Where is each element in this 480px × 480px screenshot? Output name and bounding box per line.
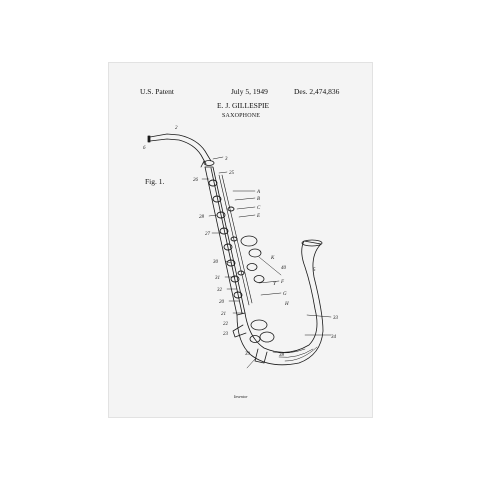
svg-text:F: F xyxy=(280,280,285,285)
svg-text:C: C xyxy=(257,206,261,211)
svg-text:E: E xyxy=(256,214,260,219)
svg-text:Y: Y xyxy=(273,282,277,287)
svg-text:33: 33 xyxy=(333,316,339,321)
patent-title: SAXOPHONE xyxy=(222,113,261,119)
svg-text:30: 30 xyxy=(213,260,219,265)
svg-text:3: 3 xyxy=(225,157,228,162)
inventor-signature: Inventor xyxy=(234,394,248,399)
svg-text:20: 20 xyxy=(219,300,225,305)
patent-number: Des. 2,474,836 xyxy=(294,87,340,96)
svg-text:H: H xyxy=(284,302,289,307)
svg-text:32: 32 xyxy=(217,288,223,293)
patent-label: U.S. Patent xyxy=(140,87,174,96)
svg-text:38: 38 xyxy=(279,353,285,358)
svg-text:25: 25 xyxy=(229,171,235,176)
svg-text:G: G xyxy=(283,292,287,297)
inventor-name: E. J. GILLESPIE xyxy=(217,101,270,110)
svg-text:K: K xyxy=(270,256,275,261)
svg-text:23: 23 xyxy=(223,332,229,337)
svg-text:26: 26 xyxy=(193,178,199,183)
svg-text:31: 31 xyxy=(215,276,220,281)
svg-text:22: 22 xyxy=(223,322,229,327)
figure-label: Fig. 1. xyxy=(145,177,165,186)
svg-text:B: B xyxy=(257,197,260,202)
svg-text:5: 5 xyxy=(313,268,316,273)
patent-date: July 5, 1949 xyxy=(231,87,268,96)
svg-text:34: 34 xyxy=(331,335,337,340)
svg-text:40: 40 xyxy=(281,266,287,271)
svg-text:6: 6 xyxy=(143,146,146,151)
svg-text:21: 21 xyxy=(221,312,226,317)
svg-text:39: 39 xyxy=(245,352,251,357)
saxophone-drawing: 6 2 3 25 26 A B C E 28 27 30 31 32 40 F … xyxy=(143,126,339,369)
patent-poster: U.S. Patent July 5, 1949 Des. 2,474,836 … xyxy=(108,62,373,418)
svg-text:27: 27 xyxy=(205,232,211,237)
svg-text:A: A xyxy=(256,190,261,195)
svg-text:28: 28 xyxy=(199,215,205,220)
svg-text:2: 2 xyxy=(175,126,178,131)
